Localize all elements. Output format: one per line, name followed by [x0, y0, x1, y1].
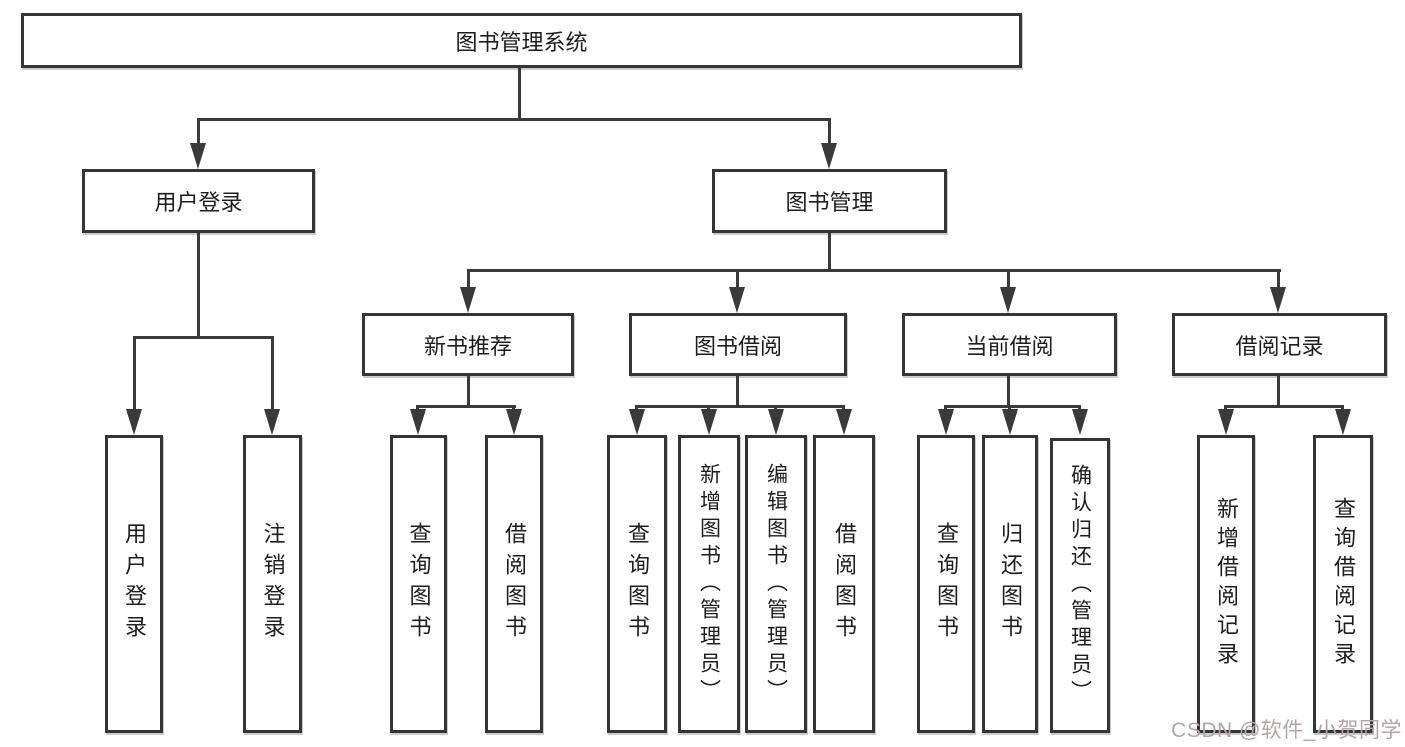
connector-rail-level2 — [197, 118, 831, 121]
node-borrow-add-admin-leaf: 新增图书（管理员） — [678, 435, 740, 733]
connector-drop-records — [1277, 269, 1280, 288]
node-borrow-borrow-leaf: 借阅图书 — [813, 435, 875, 733]
connector-arrow-records-add — [1218, 409, 1234, 435]
node-borrow-query-label: 查询图书 — [625, 522, 650, 646]
connector-drop-user-login — [197, 118, 200, 145]
csdn-watermark: CSDN @软件_小贺同学 — [1171, 719, 1402, 742]
connector-drop-records-add — [1224, 405, 1227, 411]
connector-drop-borrow — [736, 269, 739, 288]
node-borrow-edit-admin-label: 编辑图书（管理员） — [764, 462, 788, 706]
connector-arrow-borrow-edit — [768, 409, 784, 435]
node-newbook-query-label: 查询图书 — [406, 522, 432, 646]
node-records-add-leaf: 新增借阅记录 — [1197, 435, 1255, 733]
node-current-query-leaf: 查询图书 — [917, 435, 975, 733]
node-logout-leaf-label: 注销登录 — [260, 522, 286, 646]
connector-rail-current — [944, 405, 1081, 408]
connector-drop-records-query — [1341, 405, 1344, 411]
node-records-query-label: 查询借阅记录 — [1331, 497, 1356, 671]
connector-stem-book-management — [828, 233, 831, 272]
connector-drop-current-return — [1008, 405, 1011, 411]
node-logout-leaf: 注销登录 — [243, 435, 302, 733]
node-current-confirm-admin-leaf: 确认归还（管理员） — [1050, 438, 1110, 733]
connector-stem-user-login — [197, 233, 200, 338]
connector-arrow-newbook-borrow — [506, 409, 522, 435]
connector-stem-newbook — [467, 376, 470, 407]
node-records-query-leaf: 查询借阅记录 — [1313, 435, 1373, 733]
connector-rail-user-login — [133, 336, 274, 339]
connector-arrow-current-return — [1002, 409, 1018, 435]
connector-stem-current — [1007, 376, 1010, 407]
connector-arrow-borrow-borrow — [836, 409, 852, 435]
connector-rail-level3 — [467, 269, 1281, 272]
node-book-borrow: 图书借阅 — [629, 313, 847, 376]
connector-arrow-records — [1270, 287, 1286, 313]
node-borrow-borrow-label: 借阅图书 — [832, 522, 857, 646]
node-current-confirm-admin-label: 确认归还（管理员） — [1068, 464, 1092, 707]
connector-rail-newbook — [416, 405, 516, 408]
connector-drop-logout-leaf — [271, 336, 274, 410]
connector-arrow-current — [1000, 287, 1016, 313]
connector-rail-bookborrow — [635, 405, 845, 408]
connector-drop-borrow-borrow — [842, 405, 845, 411]
node-borrow-query-leaf: 查询图书 — [607, 435, 667, 733]
connector-arrow-records-query — [1335, 409, 1351, 435]
node-user-login-leaf-label: 用户登录 — [122, 522, 147, 646]
connector-drop-borrow-query — [635, 405, 638, 411]
node-current-return-label: 归还图书 — [998, 522, 1023, 646]
node-user-login-leaf: 用户登录 — [105, 435, 163, 733]
node-root: 图书管理系统 — [21, 13, 1022, 68]
connector-arrow-user-login — [190, 143, 206, 169]
connector-arrow-login-leaf — [126, 409, 142, 435]
connector-arrow-book-management — [821, 143, 837, 169]
connector-arrow-logout-leaf — [264, 409, 280, 435]
node-current-return-leaf: 归还图书 — [982, 435, 1038, 733]
node-newbook-borrow-leaf: 借阅图书 — [485, 435, 543, 733]
connector-arrow-borrow-query — [629, 409, 645, 435]
connector-drop-current-query — [944, 405, 947, 411]
connector-stem-bookborrow — [736, 376, 739, 407]
connector-drop-newbook-query — [416, 405, 419, 411]
connector-stem-records — [1277, 376, 1280, 407]
node-newbook-borrow-label: 借阅图书 — [502, 522, 527, 646]
connector-arrow-borrow-add — [701, 409, 717, 435]
node-user-login: 用户登录 — [82, 169, 315, 233]
node-borrow-edit-admin-leaf: 编辑图书（管理员） — [745, 435, 807, 733]
connector-drop-book-management — [828, 118, 831, 145]
node-current-query-label: 查询图书 — [934, 522, 959, 646]
node-newbook-query-leaf: 查询图书 — [390, 435, 447, 733]
connector-arrow-current-query — [938, 409, 954, 435]
connector-arrow-borrow — [729, 287, 745, 313]
node-new-book-recommend: 新书推荐 — [362, 313, 574, 376]
connector-drop-current — [1007, 269, 1010, 288]
connector-drop-current-confirm — [1078, 405, 1081, 411]
node-book-management: 图书管理 — [712, 169, 947, 233]
connector-drop-login-leaf — [133, 336, 136, 410]
connector-drop-borrow-edit — [774, 405, 777, 411]
connector-rail-records — [1224, 405, 1344, 408]
connector-drop-newbook-borrow — [512, 405, 515, 411]
node-records-add-label: 新增借阅记录 — [1214, 497, 1239, 671]
node-current-borrow: 当前借阅 — [902, 313, 1117, 376]
connector-arrow-newbook — [460, 287, 476, 313]
connector-drop-borrow-add — [707, 405, 710, 411]
connector-arrow-newbook-query — [410, 409, 426, 435]
connector-arrow-current-confirm — [1072, 409, 1088, 435]
connector-drop-newbook — [467, 269, 470, 288]
connector-trunk — [518, 68, 521, 121]
node-borrow-records: 借阅记录 — [1172, 313, 1387, 376]
node-borrow-add-admin-label: 新增图书（管理员） — [697, 462, 721, 706]
